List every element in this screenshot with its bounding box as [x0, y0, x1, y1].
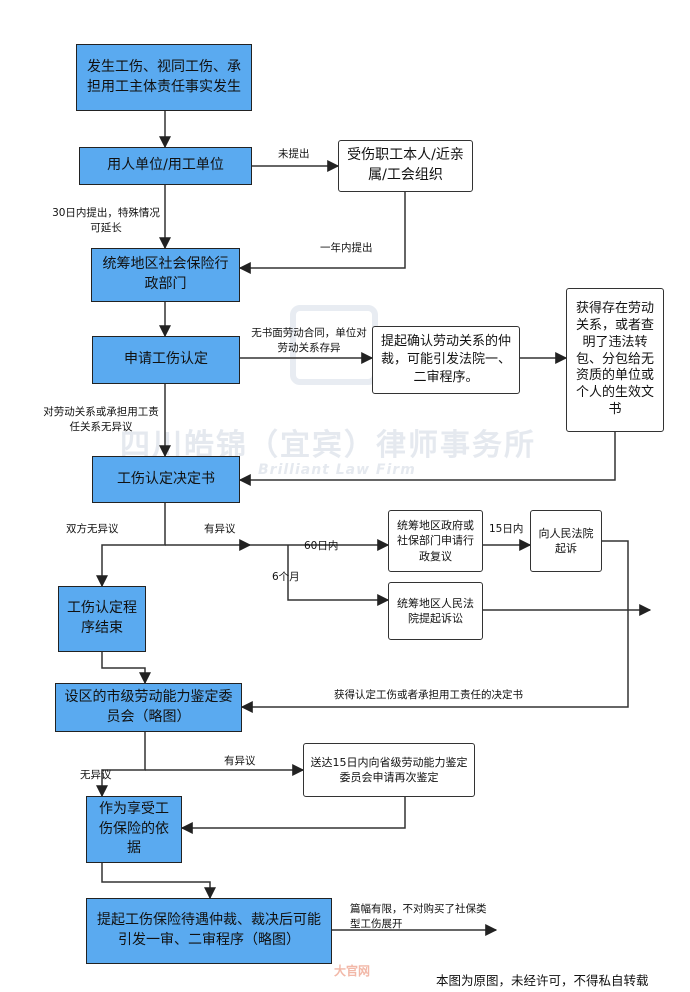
- connector-basis-final: [101, 863, 216, 900]
- connector-injured-social: [238, 192, 406, 274]
- label-within-30-days: 30日内提出，特殊情况可延长: [52, 207, 160, 235]
- box-final: 提起工伤保险待遇仲裁、裁决后可能引发一审、二审程序（略图）: [86, 898, 332, 964]
- box-reappraisal: 送达15日内向省级劳动能力鉴定委员会申请再次鉴定: [303, 743, 475, 797]
- connector-decision-end: [96, 503, 166, 588]
- box-decision: 工伤认定决定书: [92, 456, 240, 503]
- box-arbitration: 提起确认劳动关系的仲裁，可能引发法院一、二审程序。: [372, 326, 520, 394]
- label-obtain-decision: 获得认定工伤或者承担用工责任的决定书: [334, 689, 523, 701]
- label-no-objection-relation: 对劳动关系或承担用工责任关系无异议: [43, 406, 159, 434]
- watermark-firm-en: Brilliant Law Firm: [258, 462, 416, 478]
- label-objection-appraisal: 有异议: [224, 755, 256, 767]
- label-within-60-days: 60日内: [304, 540, 339, 552]
- box-injured-party: 受伤职工本人/近亲属/工会组织: [338, 140, 473, 192]
- box-basis: 作为享受工伤保险的依据: [86, 796, 182, 863]
- label-no-objection-appraisal: 无异议: [80, 769, 112, 781]
- connector-end-appraisal: [101, 652, 151, 685]
- label-not-filed: 未提出: [278, 148, 310, 160]
- footer-logo: 大官网: [334, 964, 371, 978]
- box-employer: 用人单位/用工单位: [79, 147, 252, 185]
- label-objection: 有异议: [204, 523, 236, 535]
- box-effective-document: 获得存在劳动关系，或者查明了违法转包、分包给无资质的单位或个人的生效文书: [566, 288, 664, 432]
- box-lawsuit: 统筹地区人民法院提起诉讼: [388, 582, 483, 640]
- label-both-no-objection: 双方无异议: [66, 523, 119, 535]
- box-start: 发生工伤、视同工伤、承担用工主体责任事实发生: [76, 44, 252, 111]
- connector-reappraisal-basis: [180, 797, 406, 834]
- label-six-months: 6个月: [272, 571, 300, 583]
- label-within-15-days: 15日内: [489, 523, 524, 535]
- box-reconsideration: 统筹地区政府或社保部门申请行政复议: [388, 510, 483, 572]
- footer-note: 本图为原图，未经许可，不得私自转载: [436, 973, 649, 988]
- box-appraisal: 设区的市级劳动能力鉴定委员会（略图）: [55, 683, 242, 732]
- box-court: 向人民法院起诉: [530, 510, 602, 572]
- box-procedure-end: 工伤认定程序结束: [58, 586, 146, 652]
- label-limited-space: 篇幅有限，不对购买了社保类型工伤展开: [350, 903, 487, 931]
- label-no-written-contract: 无书面劳动合同，单位对劳动关系存异: [251, 327, 367, 355]
- label-within-one-year: 一年内提出: [320, 242, 373, 254]
- box-apply: 申请工伤认定: [92, 336, 240, 384]
- connector-appraisal-basis: [96, 732, 146, 798]
- box-social-insurance: 统筹地区社会保险行政部门: [91, 248, 240, 302]
